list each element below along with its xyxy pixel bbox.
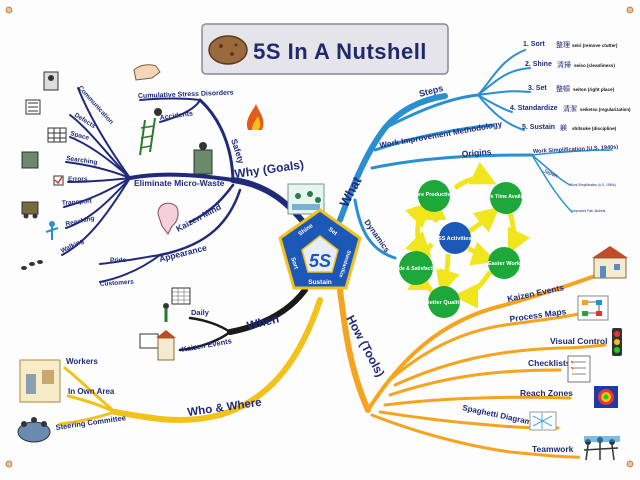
hand-icon [133, 64, 161, 81]
when-kaizen-events: Kaizen Events [181, 336, 233, 354]
tool-reach-zones: Reach Zones [520, 388, 573, 398]
page-title: 5S In A Nutshell [253, 39, 427, 64]
step-label: 4. Standardize [510, 105, 558, 112]
step-japanese: 整理 [556, 40, 570, 49]
step-label: 5. Sustain [522, 124, 555, 131]
origin-item: Work Simplification (U.S. 1940s) [570, 183, 616, 187]
tool-teamwork: Teamwork [532, 444, 574, 454]
what-branch: What Steps Work Improvement Methodology … [336, 40, 631, 318]
origins-label: Origins [461, 146, 492, 159]
worker-icon [163, 303, 169, 322]
appearance-label: Appearance [158, 242, 208, 264]
step-item-4: 4. Standardize 清潔 seiketsu (regularizati… [510, 104, 631, 113]
potato-icon [208, 35, 248, 65]
center-5s-pentagon: 5S Shine Set Sort Standardize Sustain [278, 208, 362, 290]
center-5s-label: 5S [309, 251, 331, 271]
when-branch: When Daily Kaizen Events [139, 287, 280, 361]
factory-icon [592, 246, 628, 279]
cycle-more-time: More Time Available [481, 194, 531, 200]
step-item-5: 5. Sustain 躾 shitsuke (discipline) [522, 123, 617, 132]
cycle-easier-work: Easier Work [488, 261, 521, 267]
step-item-3: 3. Set 整頓 seiton (right place) [528, 84, 615, 93]
dynamics-cycle: More Productivity More Time Available 5S… [392, 161, 531, 318]
defect-screen-icon [25, 99, 41, 115]
spaghetti-diagram-icon [529, 411, 557, 431]
who-workers: Workers [66, 357, 98, 366]
step-english: seiso (cleanliness) [574, 63, 615, 68]
traffic-light-icon [612, 328, 622, 356]
waste-space: Space [69, 130, 90, 142]
cycle-more-productivity: More Productivity [411, 192, 457, 198]
customers-label: Customers [100, 279, 135, 288]
fire-icon [246, 104, 264, 130]
step-english: seiton (right place) [573, 87, 615, 92]
eliminate-waste-label: Eliminate Micro-Waste [134, 178, 225, 188]
step-english: seiri (remove clutter) [572, 43, 618, 48]
title-banner: 5S In A Nutshell [201, 23, 449, 75]
accidents-label: Accidents [159, 110, 193, 122]
brain-head-icon [157, 202, 179, 235]
step-japanese: 整頓 [556, 84, 570, 93]
waste-transport: Transport [62, 198, 93, 207]
when-daily: Daily [191, 308, 210, 317]
shelf-icon [47, 127, 67, 143]
ring-sort: Sort [289, 257, 298, 270]
ring-set: Set [327, 227, 338, 237]
step-japanese: 清潔 [563, 104, 577, 113]
step-item-2: 2. Shine 清掃 seiso (cleanliness) [525, 60, 615, 69]
branch-label-when: When [245, 311, 280, 332]
waste-walking: Walking [60, 238, 85, 255]
committee-icon [17, 417, 51, 443]
step-label: 2. Shine [525, 61, 552, 68]
who-steering-committee: Steering Committee [55, 413, 126, 432]
step-english: seiketsu (regularization) [580, 107, 631, 112]
footprints-icon [21, 260, 43, 270]
reach-zones-icon [594, 386, 618, 408]
reaching-worker-icon [45, 221, 59, 240]
tool-visual-control: Visual Control [550, 336, 607, 346]
phone-people-icon [43, 71, 59, 91]
waste-icons [21, 71, 67, 270]
waste-searching: Searching [66, 155, 98, 166]
cumulative-stress-label: Cumulative Stress Disorders [138, 90, 234, 100]
step-item-1: 1. Sort 整理 seiri (remove clutter) [523, 40, 618, 49]
calendar-icon [171, 287, 191, 305]
ladder-worker-icon [139, 108, 162, 156]
who-branch: Who & Where Workers In Own Area Steering… [17, 357, 262, 443]
error-check-icon [53, 175, 64, 186]
corner-pins [5, 6, 634, 468]
step-japanese: 躾 [560, 123, 567, 132]
step-label: 3. Set [528, 85, 547, 92]
waste-reaching: Reaching [65, 215, 95, 228]
forklift-icon [21, 201, 39, 219]
cycle-pride-satisfaction: Pride & Satisfaction [392, 266, 439, 272]
methodology-label: Work Improvement Methodology [379, 119, 504, 150]
step-label: 1. Sort [523, 41, 545, 48]
trash-worker-icon [193, 142, 213, 175]
cycle-center-activities: 5S Activities [438, 236, 471, 242]
ring-sustain: Sustain [308, 279, 332, 286]
kaizen-sign-icon [139, 330, 176, 361]
step-japanese: 清掃 [557, 60, 571, 69]
team-meeting-icon [287, 183, 325, 215]
step-english: shitsuke (discipline) [572, 126, 617, 131]
cycle-better-quality: Better Quality [426, 300, 464, 306]
branch-label-what: What [336, 174, 364, 210]
tool-kaizen-events: Kaizen Events [506, 282, 565, 304]
teamwork-icon [580, 436, 624, 462]
tool-checklists: Checklists [528, 358, 571, 368]
search-worker-icon [21, 151, 39, 169]
waste-errors: Errors [68, 176, 88, 183]
origin-item: Improved Fab Jackets [572, 209, 606, 213]
checklist-icon [567, 355, 591, 383]
pride-label: Pride [110, 257, 127, 264]
workplace-icon [19, 359, 61, 403]
origin-item: Work Simplification (U.S. 1940s) [533, 145, 619, 155]
process-map-icon [577, 295, 609, 321]
origin-item: Japan [542, 168, 558, 179]
who-own-area: In Own Area [68, 387, 115, 396]
